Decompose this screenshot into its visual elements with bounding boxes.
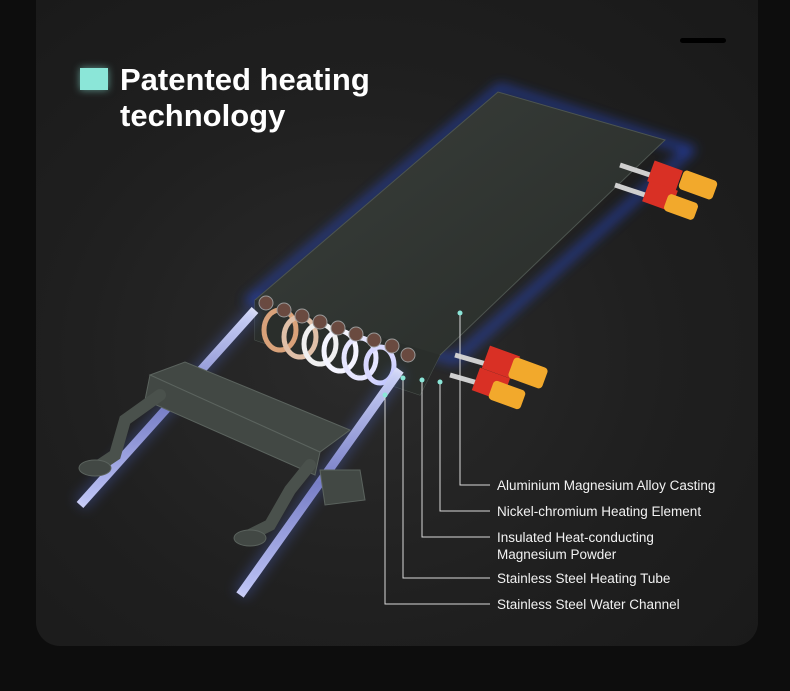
window-handle-bar <box>680 38 726 43</box>
title-accent-square <box>80 68 108 90</box>
page-title: Patented heating technology <box>120 62 370 133</box>
label-heating-element: Nickel-chromium Heating Element <box>497 504 702 519</box>
label-water-channel: Stainless Steel Water Channel <box>497 597 680 612</box>
terminal-connectors-top <box>614 160 718 220</box>
label-heating-tube: Stainless Steel Heating Tube <box>497 571 671 586</box>
label-magnesium-powder: Insulated Heat-conducting Magnesium Powd… <box>497 530 654 562</box>
mounting-bracket <box>78 361 366 547</box>
callout-lines <box>384 313 490 605</box>
label-aluminium-casting: Aluminium Magnesium Alloy Casting <box>497 478 716 493</box>
terminal-connectors-bottom <box>449 345 548 410</box>
